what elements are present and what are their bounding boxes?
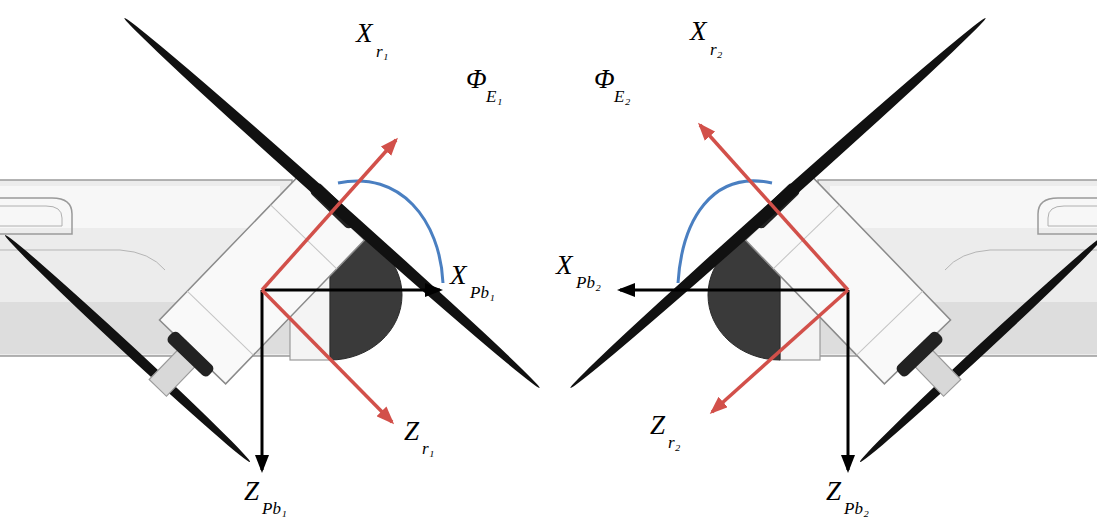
rotor-axis-arrow [700,125,848,290]
axis-symbol: Φ [466,66,487,93]
axis-subscript: Pb₁ [470,284,495,301]
angle-arc [678,181,772,283]
axis-symbol: X [450,262,467,289]
body-axis-arrow [620,289,848,292]
axis-subscript: Pb₂ [576,274,601,291]
body-axis-arrow [261,290,264,470]
axis-symbol: Z [826,478,841,505]
rotor-axis-arrow [262,140,396,290]
body-axis-arrow [262,289,440,292]
axis-subscript: r₂ [668,434,681,451]
rotor-arm-left [0,14,544,466]
axis-subscript: E₁ [486,88,502,105]
axis-symbol: X [356,20,373,47]
axis-symbol: Z [244,478,259,505]
axis-symbol: Z [404,418,419,445]
angle-arc [338,181,443,283]
rotor-axis-arrow [712,290,848,412]
rotor-arm-right [566,14,1097,466]
axis-subscript: Pb₁ [262,500,287,517]
axis-subscript: r₂ [710,41,723,58]
axis-symbol: Φ [594,66,615,93]
axis-subscript: Pb₂ [844,500,869,517]
axis-symbol: X [556,252,573,279]
axis-symbol: Z [650,412,665,439]
axis-symbol: X [690,18,707,45]
axis-subscript: r₁ [376,43,389,60]
axis-subscript: r₁ [422,440,435,457]
rotor-axis-arrow [262,290,392,422]
body-axis-arrow [847,290,850,470]
axis-subscript: E₂ [614,88,630,105]
